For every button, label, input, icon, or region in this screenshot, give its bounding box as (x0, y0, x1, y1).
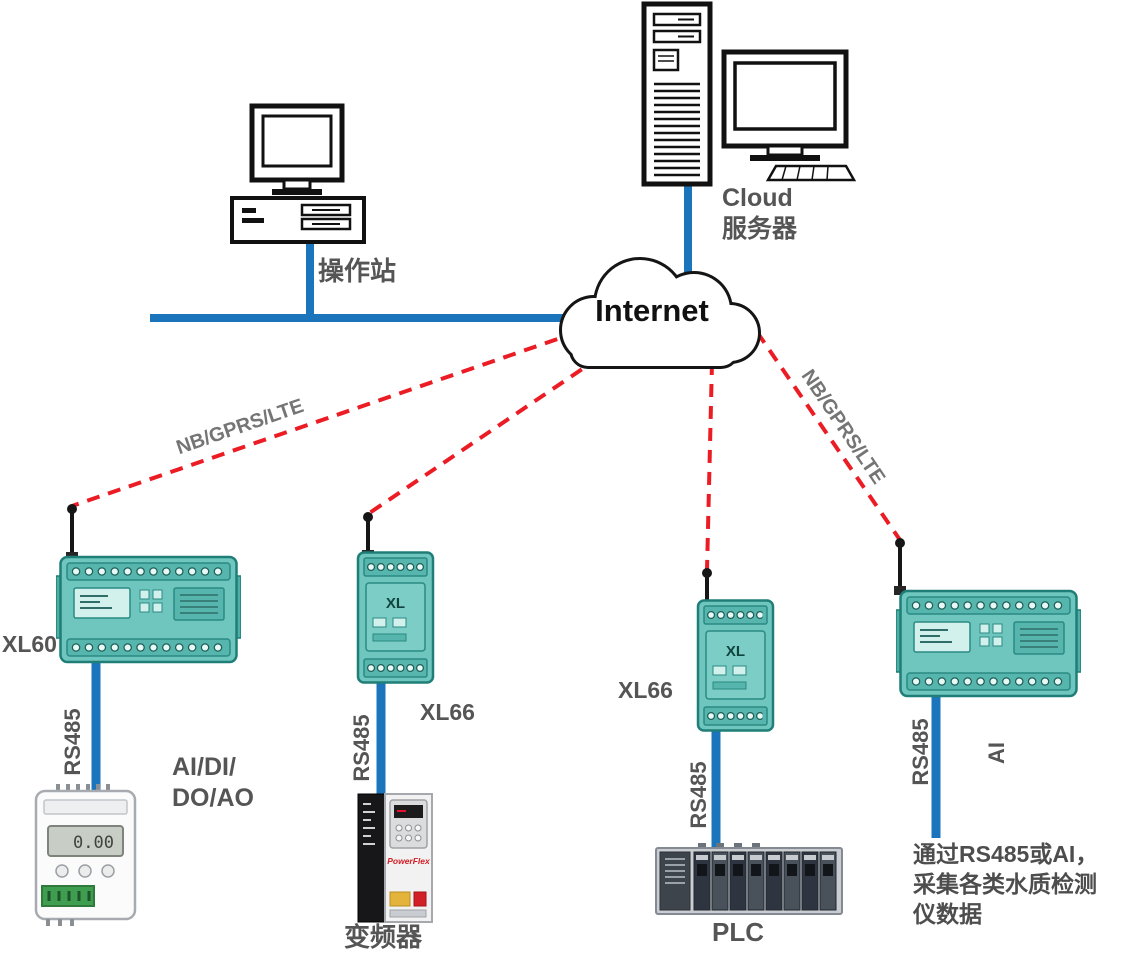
right-rtu-device-icon (896, 586, 1081, 701)
io-label: AI/DI/ DO/AO (172, 752, 254, 813)
operator-station-label: 操作站 (318, 256, 397, 286)
cloud-server-label: Cloud 服务器 (722, 183, 797, 244)
wireless-link-xl66b (705, 361, 714, 571)
antenna-icon-right (894, 538, 906, 595)
water-meter-device-icon: 0.00 (34, 784, 137, 926)
wireless-link-xl60 (71, 330, 579, 508)
meter-lcd (47, 825, 124, 857)
xl66-b-label: XL66 (618, 677, 673, 703)
note-line3: 仪数据 (913, 901, 982, 927)
plc-modules (693, 851, 837, 911)
wireless-link-right (755, 330, 902, 542)
cloud-server-label-line1: Cloud (722, 184, 793, 212)
io-label-line1: AI/DI/ (172, 753, 236, 781)
io-label-line2: DO/AO (172, 783, 254, 812)
note-line1: 通过RS485或AI， (913, 841, 1099, 867)
meter-lcd-reading: 0.00 (73, 833, 114, 853)
cloud-server-icon (641, 1, 857, 187)
rs485-label-4: RS485 (907, 718, 933, 786)
xl60-label: XL60 (2, 631, 57, 657)
vfd-label: 变频器 (344, 922, 423, 952)
vfd-brand-text: PowerFlex (387, 856, 431, 866)
ai-label: AI (983, 742, 1009, 764)
rs485-label-2: RS485 (348, 714, 374, 782)
cloud-server-label-line2: 服务器 (722, 214, 798, 243)
internet-cloud-icon (559, 257, 761, 369)
xl60-device-icon (56, 552, 241, 667)
note-line2: 采集各类水质检测 (913, 871, 1097, 897)
internet-label: Internet (595, 293, 709, 328)
xl66-b-device-icon (688, 598, 783, 733)
vfd-device-icon: PowerFlex (357, 793, 433, 923)
wireless-link-xl66a (366, 355, 602, 516)
xl66-a-device-icon (348, 550, 443, 685)
xl66-a-label: XL66 (420, 699, 475, 725)
plc-device-icon (655, 843, 843, 915)
rs485-label-1: RS485 (59, 708, 85, 776)
rs485-label-3: RS485 (685, 761, 711, 829)
note-text: 通过RS485或AI， 采集各类水质检测 仪数据 (913, 839, 1098, 929)
plc-label: PLC (712, 917, 764, 947)
operator-station-icon (230, 103, 366, 244)
